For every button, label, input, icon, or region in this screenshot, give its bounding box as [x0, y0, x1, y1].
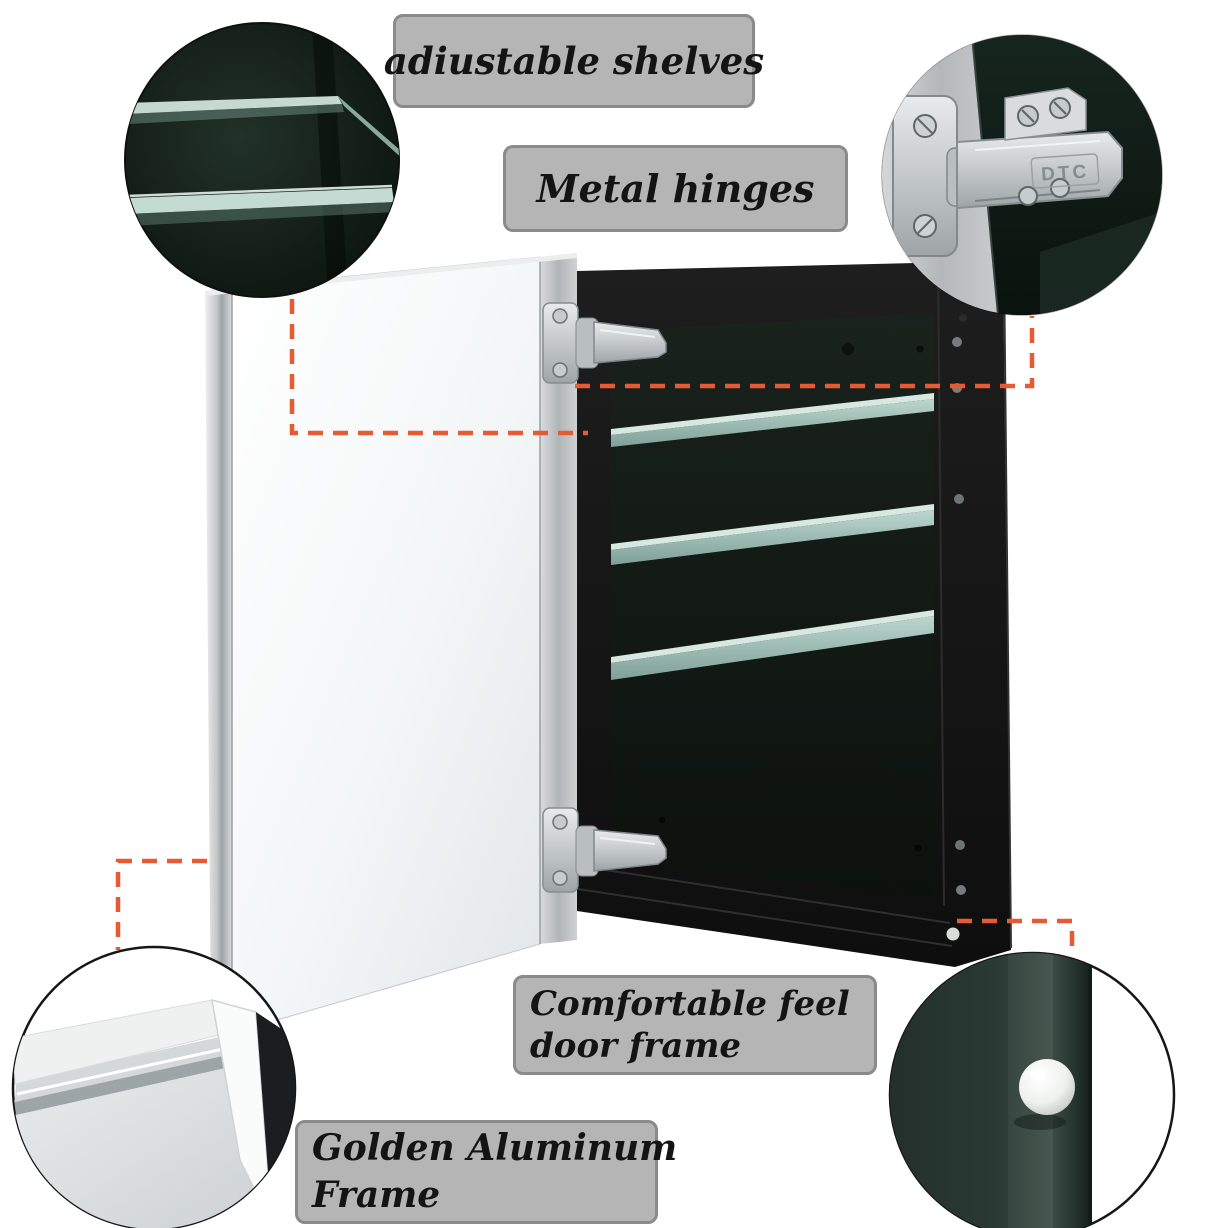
callout-label-text-line1: Golden Aluminum [312, 1127, 678, 1170]
glass-shelf-1 [611, 393, 934, 447]
door-bumper [1019, 1059, 1075, 1115]
inset-shelves-detail [124, 22, 400, 298]
callout-line-hinges [575, 316, 1035, 389]
callout-label-text-line2: door frame [530, 1026, 742, 1066]
hinge-brand-text: DTC [1040, 161, 1089, 185]
door-left-frame [205, 288, 232, 1041]
glass-shelf-2 [611, 504, 934, 565]
shelf-pin-hole [658, 816, 666, 824]
hinge-top [542, 302, 667, 384]
callout-label-text-line1: Comfortable feel [530, 983, 850, 1024]
inset-bumper-detail [888, 951, 1176, 1228]
callout-label-text-line2: Frame [312, 1174, 441, 1216]
cabinet-interior [611, 313, 934, 899]
inset-frame-corner-detail [11, 945, 297, 1228]
shelf-pin-hole [916, 345, 924, 353]
callout-label-text: adiustable shelves [383, 39, 765, 83]
callout-line-frame [115, 858, 207, 950]
callout-label-comfortable-feel-door-frame: Comfortable feel door frame [513, 975, 877, 1075]
callout-label-adjustable-shelves: adiustable shelves [384, 14, 764, 108]
inset-hinge-detail: DTC [881, 34, 1163, 316]
callout-label-metal-hinges: Metal hinges [503, 145, 848, 232]
door-mirror-surface [231, 256, 541, 1034]
callout-label-golden-aluminum-frame: Golden Aluminum Frame [295, 1120, 677, 1224]
door-bumper-dot [946, 927, 960, 941]
hinge-bottom [542, 807, 667, 893]
shelf-pin-hole [914, 844, 922, 852]
callout-line-doorframe [957, 918, 1075, 956]
glass-shelf-3 [611, 610, 934, 680]
door-right-frame [540, 253, 577, 944]
mirror-door [205, 253, 577, 1041]
callout-label-text: Metal hinges [536, 166, 815, 211]
callout-line-shelves [289, 299, 588, 436]
